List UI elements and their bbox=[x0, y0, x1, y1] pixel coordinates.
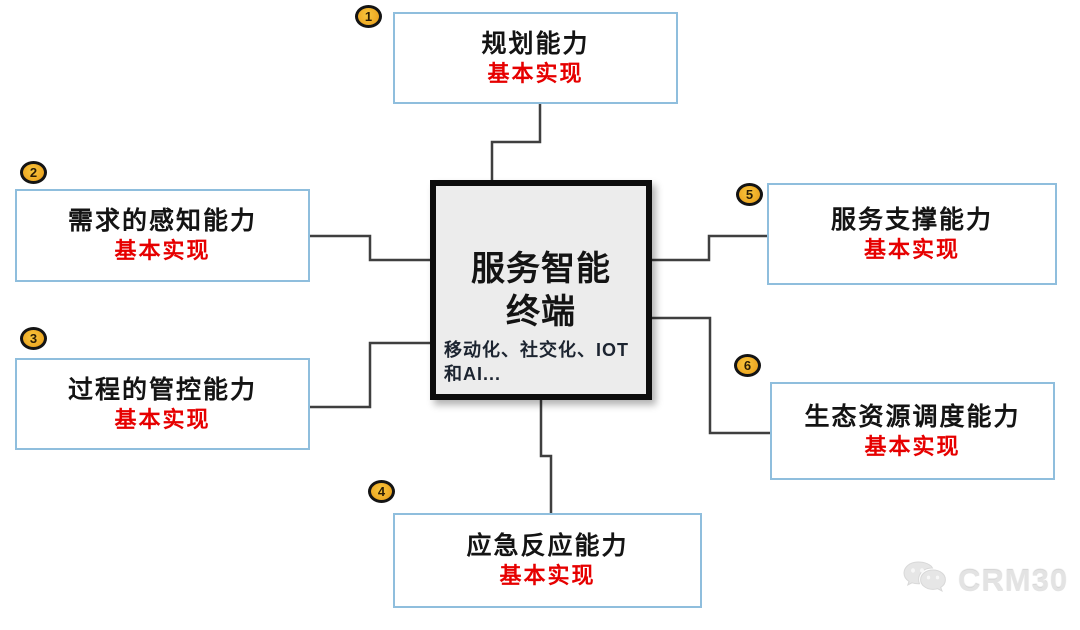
node6-label: 生态资源调度能力 bbox=[804, 402, 1021, 431]
node6-number-badge: 6 bbox=[734, 354, 761, 377]
connector-node3 bbox=[310, 341, 430, 409]
connector-node6 bbox=[652, 316, 770, 435]
center-subtitle: 移动化、社交化、IOT和AI... bbox=[444, 340, 629, 384]
node2-label: 需求的感知能力 bbox=[67, 207, 257, 236]
node4-status: 基本实现 bbox=[499, 563, 596, 589]
node3-number-badge: 3 bbox=[20, 327, 47, 350]
center-terminal-box: 服务智能终端 移动化、社交化、IOT和AI... bbox=[430, 180, 652, 400]
node2-status: 基本实现 bbox=[114, 238, 211, 264]
node1-box: 规划能力 基本实现 bbox=[393, 12, 678, 104]
node1-status: 基本实现 bbox=[487, 60, 584, 86]
node1-label: 规划能力 bbox=[481, 29, 590, 58]
connector-node2 bbox=[310, 234, 430, 262]
node4-box: 应急反应能力 基本实现 bbox=[393, 513, 702, 608]
node6-status: 基本实现 bbox=[864, 433, 961, 459]
node5-status: 基本实现 bbox=[863, 236, 960, 262]
node2-number-badge: 2 bbox=[20, 161, 47, 184]
node5-box: 服务支撑能力 基本实现 bbox=[767, 183, 1057, 285]
node6-number: 6 bbox=[743, 358, 752, 373]
node3-status: 基本实现 bbox=[114, 406, 211, 432]
node4-number-badge: 4 bbox=[368, 480, 395, 503]
connector-node1 bbox=[490, 104, 542, 180]
watermark-text: CRM30 bbox=[958, 563, 1069, 598]
node1-number-badge: 1 bbox=[355, 5, 382, 28]
node5-number: 5 bbox=[745, 187, 754, 202]
node3-label: 过程的管控能力 bbox=[67, 375, 257, 404]
watermark: CRM30 bbox=[902, 560, 1068, 602]
node3-number: 3 bbox=[29, 331, 38, 346]
node4-label: 应急反应能力 bbox=[466, 532, 629, 561]
node2-box: 需求的感知能力 基本实现 bbox=[15, 189, 310, 282]
node4-number: 4 bbox=[377, 484, 386, 499]
node2-number: 2 bbox=[29, 165, 38, 180]
node6-box: 生态资源调度能力 基本实现 bbox=[770, 382, 1055, 480]
wechat-icon bbox=[902, 560, 952, 602]
node5-number-badge: 5 bbox=[736, 183, 763, 206]
connector-node4 bbox=[539, 400, 553, 513]
connector-node5 bbox=[652, 234, 767, 262]
node1-number: 1 bbox=[364, 9, 373, 24]
node3-box: 过程的管控能力 基本实现 bbox=[15, 358, 310, 450]
node5-label: 服务支撑能力 bbox=[830, 205, 993, 234]
center-title: 服务智能终端 bbox=[471, 250, 611, 331]
